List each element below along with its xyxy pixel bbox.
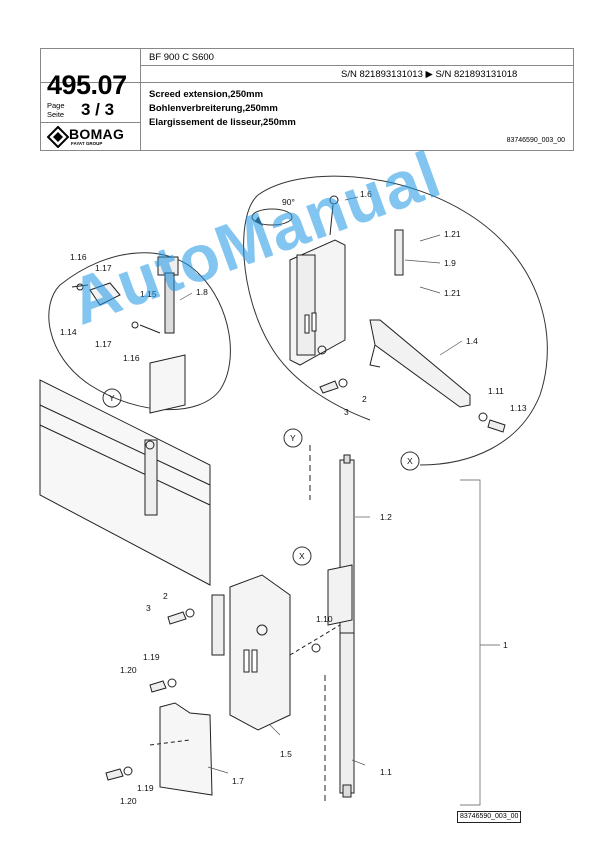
- part-label: 1.19: [143, 652, 160, 662]
- part-label: 1.17: [95, 339, 112, 349]
- part-label: 1.20: [120, 796, 137, 806]
- title-french: Elargissement de lisseur,250mm: [149, 117, 296, 128]
- header-divider: [41, 122, 140, 123]
- detail-y-view: [48, 252, 231, 414]
- detail-x-marker: [400, 451, 420, 471]
- detail-y-marker: [102, 388, 122, 408]
- part-label: 1.14: [60, 327, 77, 337]
- model-name: BF 900 C S600: [149, 52, 214, 63]
- part-label: 1.21: [444, 229, 461, 239]
- part-label: 2: [362, 394, 367, 404]
- post-assembly: [309, 445, 355, 805]
- header-divider: [140, 65, 573, 66]
- part-label: 3: [344, 407, 349, 417]
- part-label: 2: [163, 591, 168, 601]
- part-label: 1.6: [360, 189, 372, 199]
- leader-lines: [179, 196, 500, 806]
- detail-y-marker: [283, 428, 303, 448]
- part-label: 1.19: [137, 783, 154, 793]
- detail-x-view: [243, 175, 548, 466]
- page-label: Page Seite: [47, 101, 65, 119]
- document-number: 495.07: [47, 70, 127, 100]
- part-label: 1.20: [120, 665, 137, 675]
- title-english: Screed extension,250mm: [149, 89, 264, 100]
- serial-range: S/N 821893131013 ▶ S/N 821893131018: [341, 69, 518, 80]
- detail-x-marker: [292, 546, 312, 566]
- drawing-reference: 83746590_003_00: [506, 137, 565, 144]
- part-label: 1: [503, 640, 508, 650]
- part-label: 1.5: [280, 749, 292, 759]
- header-block: BF 900 C S600 495.07 Page Seite 3 / 3 S/…: [40, 48, 574, 151]
- cover-plate: [149, 702, 213, 796]
- page-number: 3 / 3: [81, 100, 115, 119]
- part-label: 1.7: [232, 776, 244, 786]
- part-label: 1.1: [380, 767, 392, 777]
- part-label: 1.9: [444, 258, 456, 268]
- header-divider: [41, 82, 573, 83]
- detail-label: Y: [290, 433, 296, 443]
- header-divider: [140, 49, 141, 150]
- label-rotation: 90°: [282, 197, 295, 207]
- logo-diamond-icon: [47, 126, 69, 148]
- part-label: 1.16: [123, 353, 140, 363]
- part-label: 1.11: [488, 386, 504, 396]
- lower-fasteners: [105, 608, 321, 781]
- exploded-parts-diagram: 90° 1.6 1.21 1.9 1.21 1.4 1.11 1.13 2 3 …: [0, 155, 612, 845]
- mounting-bracket: [211, 574, 341, 731]
- drawing-reference-footer: 83746590_003_00: [457, 811, 522, 823]
- part-label: 1.8: [196, 287, 208, 297]
- detail-label: X: [407, 456, 413, 466]
- detail-label: Y: [109, 393, 115, 403]
- part-label: 1.4: [466, 336, 478, 346]
- part-label: 1.2: [380, 512, 392, 522]
- part-label: 1.16: [70, 252, 87, 262]
- screed-plate: [39, 379, 211, 586]
- part-label: 1.13: [510, 403, 527, 413]
- part-label: 3: [146, 603, 151, 613]
- bomag-logo: BOMAG FAYAT GROUP: [45, 125, 137, 149]
- part-label: 1.15: [140, 289, 157, 299]
- title-german: Bohlenverbreiterung,250mm: [149, 103, 278, 114]
- part-label: 1.17: [95, 263, 112, 273]
- part-label: 1.10: [316, 614, 333, 624]
- part-label: 1.21: [444, 288, 461, 298]
- detail-label: X: [299, 551, 305, 561]
